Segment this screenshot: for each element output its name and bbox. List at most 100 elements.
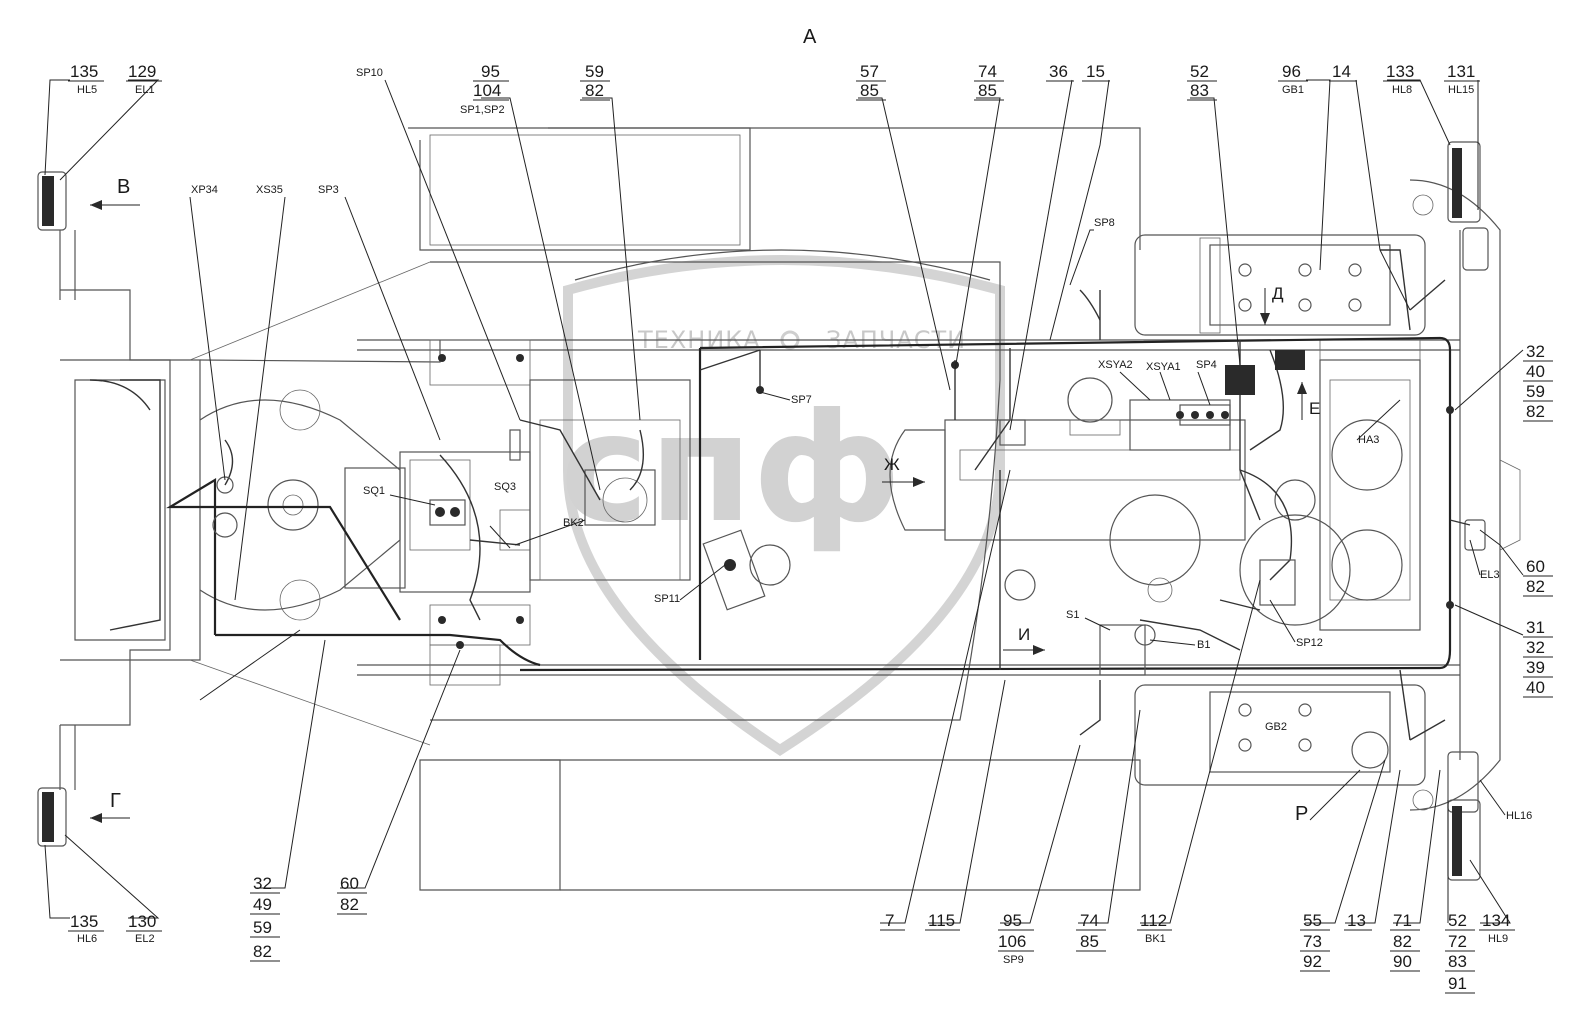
code-sp4: SP4 [1196, 359, 1217, 371]
callout-71-82-90: 71 82 90 [1390, 911, 1420, 972]
svg-text:133: 133 [1386, 62, 1414, 81]
component-codes: XP34 XS35 SP3 SP10 SP1,SP2 SP8 SP7 SP4 X… [191, 67, 1532, 822]
code-sq3: SQ3 [494, 481, 516, 493]
svg-text:HL5: HL5 [77, 84, 97, 96]
svg-text:49: 49 [253, 895, 272, 914]
callout-135-hl5: 135 HL5 [68, 62, 104, 96]
callout-13: 13 [1344, 911, 1372, 931]
callout-134-hl9: 134 HL9 [1479, 911, 1515, 945]
svg-text:GB1: GB1 [1282, 84, 1304, 96]
callout-15: 15 [1082, 62, 1110, 82]
code-sp11: SP11 [654, 593, 680, 605]
callout-130-el2: 130 EL2 [126, 912, 162, 945]
svg-text:EL2: EL2 [135, 933, 155, 945]
svg-text:55: 55 [1303, 911, 1322, 930]
chassis-outline [37, 127, 1521, 891]
view-label-zh: Ж [884, 455, 900, 474]
callout-60-82-left: 60 82 [337, 874, 367, 915]
code-sp3: SP3 [318, 184, 339, 196]
svg-text:74: 74 [1080, 911, 1099, 930]
code-sp8: SP8 [1094, 217, 1115, 229]
svg-text:40: 40 [1526, 678, 1545, 697]
code-sq1: SQ1 [363, 485, 385, 497]
svg-text:91: 91 [1448, 974, 1467, 993]
code-sp12: SP12 [1296, 637, 1323, 649]
watermark-logo: спф [560, 382, 901, 556]
callout-leaders [44, 79, 1524, 924]
code-xsya1: XSYA1 [1146, 361, 1181, 373]
svg-text:39: 39 [1526, 658, 1545, 677]
code-s1: S1 [1066, 609, 1079, 621]
view-label-e: Е [1309, 399, 1320, 418]
callout-36: 36 [1046, 62, 1074, 82]
svg-text:73: 73 [1303, 932, 1322, 951]
callout-112-bk1: 112 BK1 [1137, 911, 1172, 945]
callout-74-85-bottom: 74 85 [1076, 911, 1106, 952]
svg-text:130: 130 [128, 912, 156, 931]
svg-text:HL9: HL9 [1488, 933, 1508, 945]
svg-text:82: 82 [340, 895, 359, 914]
code-gb2: GB2 [1265, 721, 1287, 733]
svg-text:32: 32 [1526, 638, 1545, 657]
svg-text:83: 83 [1448, 952, 1467, 971]
svg-text:60: 60 [340, 874, 359, 893]
svg-text:BK1: BK1 [1145, 933, 1166, 945]
svg-text:82: 82 [1526, 402, 1545, 421]
view-label-g: Г [110, 790, 121, 812]
svg-text:HL15: HL15 [1448, 84, 1474, 96]
svg-text:59: 59 [253, 918, 272, 937]
code-b1: B1 [1197, 639, 1210, 651]
svg-text:95: 95 [481, 62, 500, 81]
code-hl16: HL16 [1506, 810, 1532, 822]
callout-14: 14 [1329, 62, 1357, 82]
callout-95-104: 95 104 [473, 62, 509, 101]
svg-text:90: 90 [1393, 952, 1412, 971]
view-label-i: И [1018, 625, 1030, 644]
view-arrows [90, 200, 1307, 823]
callout-55-73-92: 55 73 92 [1300, 911, 1330, 972]
svg-text:134: 134 [1482, 911, 1510, 930]
svg-text:36: 36 [1049, 62, 1068, 81]
code-sp1-sp2: SP1,SP2 [460, 104, 505, 116]
view-label-r: Р [1295, 803, 1308, 825]
callout-135-hl6: 135 HL6 [68, 912, 104, 945]
svg-text:59: 59 [1526, 382, 1545, 401]
callout-52-83: 52 83 [1187, 62, 1217, 101]
view-label-b: В [117, 176, 130, 198]
svg-text:106: 106 [998, 932, 1026, 951]
code-el3: EL3 [1480, 569, 1500, 581]
svg-text:71: 71 [1393, 911, 1412, 930]
svg-text:32: 32 [1526, 342, 1545, 361]
svg-text:85: 85 [1080, 932, 1099, 951]
svg-text:57: 57 [860, 62, 879, 81]
svg-text:85: 85 [860, 81, 879, 100]
svg-text:52: 52 [1190, 62, 1209, 81]
callout-52-72-83-91: 52 72 83 91 [1445, 911, 1475, 994]
svg-text:HL6: HL6 [77, 933, 97, 945]
code-xp34: XP34 [191, 184, 218, 196]
svg-text:82: 82 [585, 81, 604, 100]
svg-text:HL8: HL8 [1392, 84, 1412, 96]
svg-text:83: 83 [1190, 81, 1209, 100]
svg-text:135: 135 [70, 62, 98, 81]
code-ha3: HA3 [1358, 434, 1379, 446]
wiring-harness [89, 249, 1471, 741]
callout-74-85-top: 74 85 [974, 62, 1004, 101]
callouts: 135 HL5 129 EL1 95 104 59 82 57 85 [68, 62, 1553, 994]
svg-text:82: 82 [1526, 577, 1545, 596]
svg-text:96: 96 [1282, 62, 1301, 81]
svg-text:40: 40 [1526, 362, 1545, 381]
svg-text:14: 14 [1332, 62, 1351, 81]
svg-text:52: 52 [1448, 911, 1467, 930]
svg-text:104: 104 [473, 81, 501, 100]
svg-text:31: 31 [1526, 618, 1545, 637]
callout-96-gb1: 96 GB1 [1278, 62, 1308, 96]
callout-60-82-right: 60 82 [1523, 557, 1553, 597]
svg-text:32: 32 [253, 874, 272, 893]
code-xs35: XS35 [256, 184, 283, 196]
callout-95-106-sp9: 95 106 SP9 [998, 911, 1034, 966]
svg-text:74: 74 [978, 62, 997, 81]
code-sp7: SP7 [791, 394, 812, 406]
code-sp10: SP10 [356, 67, 383, 79]
